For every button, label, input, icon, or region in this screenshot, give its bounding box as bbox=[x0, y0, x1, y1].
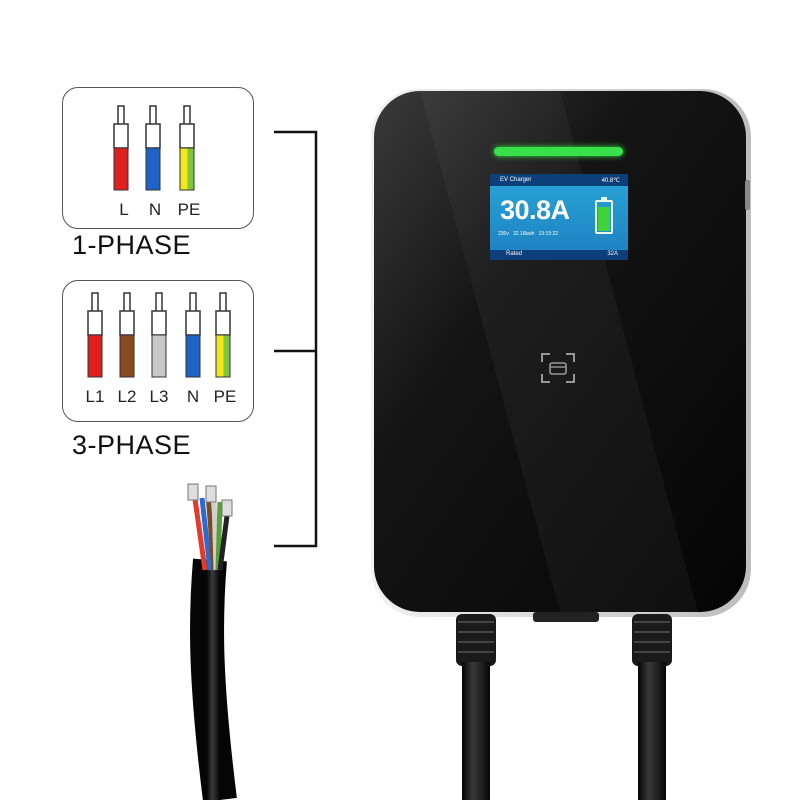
battery-icon bbox=[595, 197, 613, 234]
battery-fill bbox=[598, 207, 610, 231]
wire-L bbox=[113, 105, 129, 191]
display-title: EV Charger bbox=[500, 177, 532, 183]
display-time: 13:15:22 bbox=[538, 231, 559, 237]
wire-label-PE: PE bbox=[177, 200, 201, 219]
display-rated-label: Rated bbox=[506, 251, 523, 257]
wire-PE bbox=[179, 105, 195, 191]
single-phase-wiring-box: L N PE bbox=[62, 87, 254, 229]
three-phase-wire-terminals bbox=[87, 292, 231, 378]
wire-label-N: N bbox=[148, 200, 162, 219]
wire-label-L2: L2 bbox=[117, 387, 137, 406]
single-phase-title: 1-PHASE bbox=[72, 230, 192, 260]
status-led-bar bbox=[494, 147, 623, 156]
wire-label-L3: L3 bbox=[149, 387, 169, 406]
display-voltage: 230v bbox=[498, 231, 509, 237]
display-current: 30.8A bbox=[500, 195, 570, 225]
wire-N3 bbox=[185, 292, 201, 378]
wire-L3 bbox=[151, 292, 167, 378]
rfid-card-icon bbox=[541, 353, 575, 383]
display-temperature: 40.8℃ bbox=[601, 178, 620, 184]
right-cable-gland bbox=[632, 614, 672, 800]
display-rated-value: 32A bbox=[607, 251, 618, 257]
wire-label-L1: L1 bbox=[85, 387, 105, 406]
wire-PE3 bbox=[215, 292, 231, 378]
three-phase-title: 3-PHASE bbox=[72, 430, 192, 460]
power-cable bbox=[187, 483, 237, 800]
left-cable-gland bbox=[456, 614, 496, 800]
display-header: EV Charger 40.8℃ bbox=[490, 174, 628, 186]
display-energy: 32.16kwh bbox=[513, 231, 535, 237]
single-phase-wire-terminals bbox=[113, 105, 195, 191]
three-phase-wiring-box: L1 L2 L3 N PE bbox=[62, 280, 254, 422]
charger-display: EV Charger 40.8℃ 30.8A 230v 32.16kwh 13:… bbox=[490, 174, 628, 260]
wire-label-PE: PE bbox=[213, 387, 237, 406]
wire-L1 bbox=[87, 292, 103, 378]
wire-N bbox=[145, 105, 161, 191]
wire-label-N: N bbox=[186, 387, 200, 406]
display-info-row: 230v 32.16kwh 13:15:22 bbox=[498, 231, 623, 237]
wire-label-L: L bbox=[119, 200, 129, 219]
display-footer: Rated 32A bbox=[490, 250, 628, 260]
wire-L2 bbox=[119, 292, 135, 378]
charger-face bbox=[374, 91, 746, 612]
